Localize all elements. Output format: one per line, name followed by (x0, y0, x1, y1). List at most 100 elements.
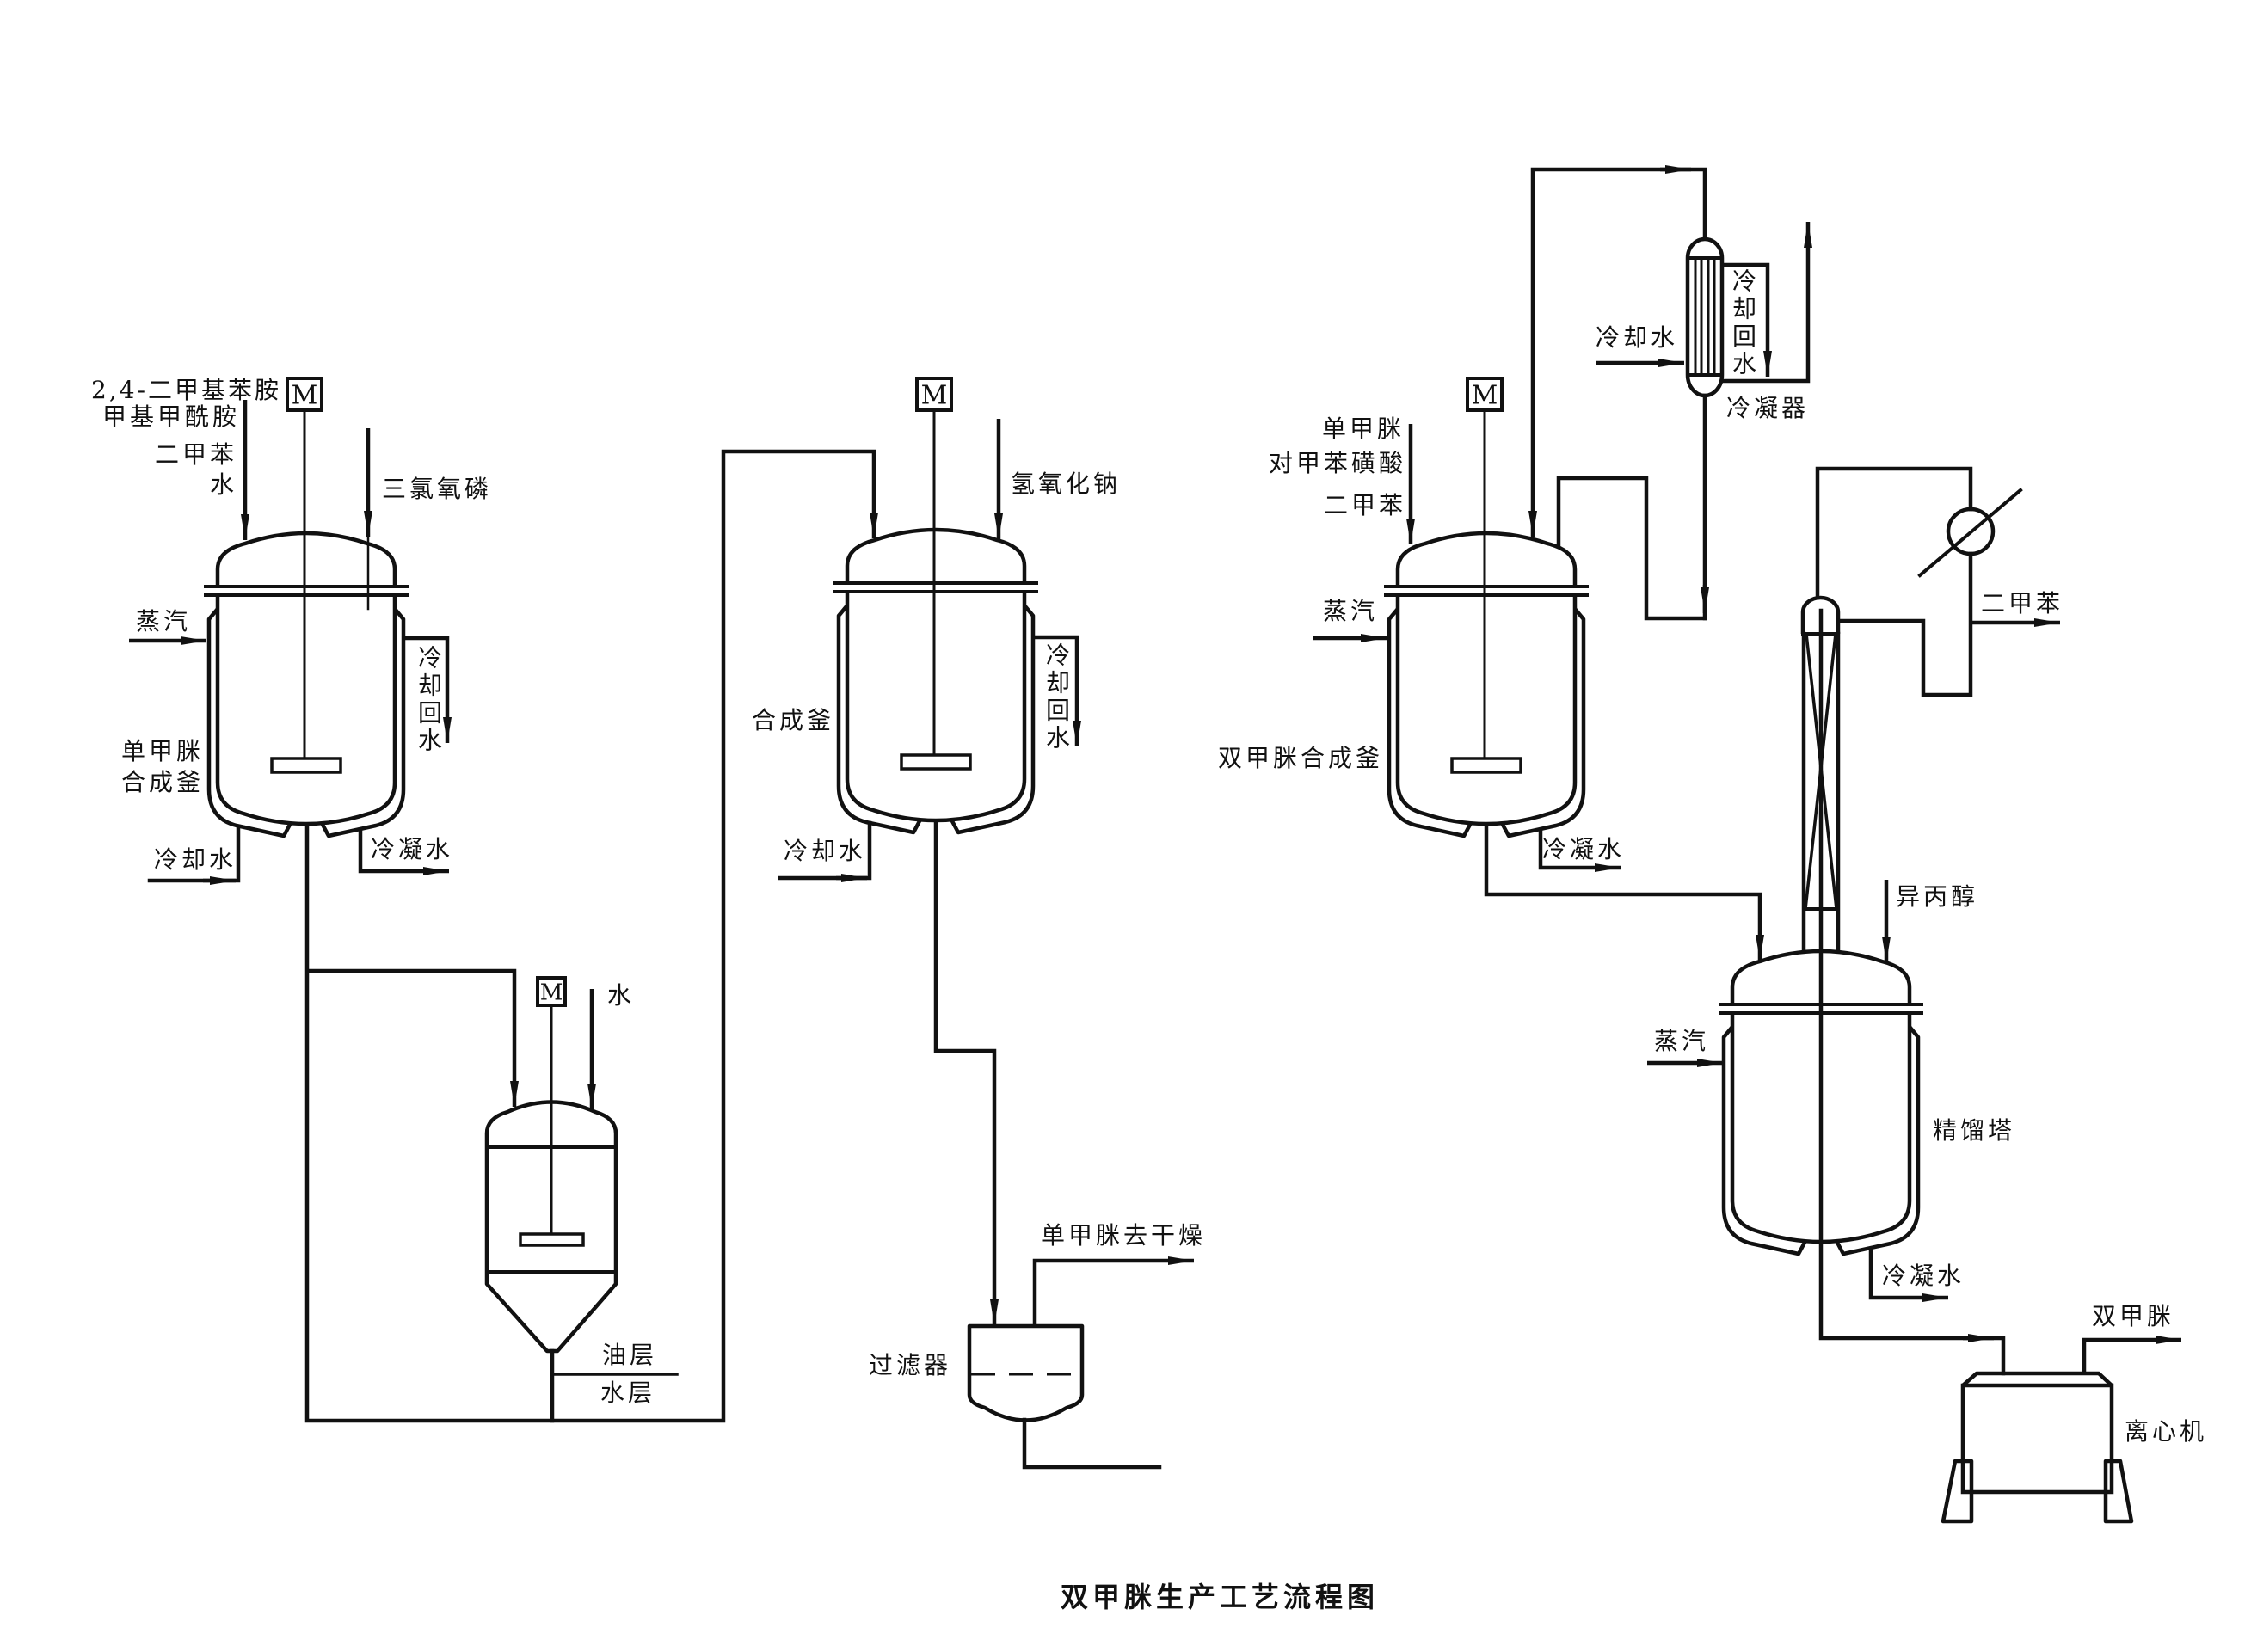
cooling-return-label-condenser: 冷却回水 (1729, 268, 1757, 378)
cooling-water-label-condenser: 冷却水 (1596, 323, 1679, 352)
feed-label-xylene-r3: 二甲苯 (1323, 491, 1406, 519)
vessel-body (1395, 595, 1578, 826)
condensate-label-still: 冷凝水 (1882, 1262, 1965, 1290)
overhead-vent-line (1722, 222, 1812, 384)
condenser-name: 冷凝器 (1726, 394, 1810, 422)
column-top-dome (1800, 595, 1841, 634)
vessel-body (845, 592, 1027, 823)
jacket-right (320, 607, 406, 838)
agitator-blade (519, 1232, 585, 1247)
cooling-water-label-r1: 冷却水 (154, 845, 237, 874)
feed-label-ptsa: 对甲苯磺酸 (1268, 449, 1406, 477)
mono-reactor-name-line1: 单甲脒 (121, 737, 205, 765)
cooling-water-line (778, 820, 872, 881)
condenser-shell (1685, 236, 1725, 398)
diagram-title: 双甲脒生产工艺流程图 (1061, 1581, 1380, 1613)
bis-reactor-name: 双甲脒合成釜 (1218, 744, 1384, 772)
product-out-line (2082, 1336, 2181, 1373)
xylene-out-label: 二甲苯 (1981, 589, 2064, 617)
synthesis-reactor-piping (778, 419, 1081, 1325)
separator: M (484, 976, 679, 1423)
reflux-return-line (1836, 551, 1973, 697)
steam-label-r3: 蒸汽 (1323, 597, 1379, 625)
cooling-water-line (147, 824, 241, 883)
vessel-body (215, 595, 397, 826)
jacket-left (1721, 1025, 1807, 1256)
vessel-head (845, 527, 1027, 583)
condensate-line (358, 829, 449, 875)
motor: M (1466, 377, 1504, 412)
cooling-return-label-r1: 冷却回水 (415, 645, 443, 755)
centrifuge-body (1960, 1383, 2114, 1495)
condenser (1596, 222, 1812, 398)
product-bis-amidine-label: 双甲脒 (2092, 1302, 2175, 1330)
jacket-left (1387, 607, 1473, 838)
filter-body (967, 1323, 1085, 1422)
feed-label-water: 水 (209, 470, 237, 499)
feed-label-methylformamide: 甲基甲酰胺 (101, 402, 240, 431)
bis-amidine-reactor: M (1384, 377, 1589, 838)
agitator-blade (1450, 757, 1522, 774)
motor-label: M (921, 381, 948, 411)
cooling-water-label-r2: 冷却水 (784, 837, 867, 865)
condensate-line (1538, 829, 1621, 872)
reagent-label-pocl3: 三氯氧磷 (382, 475, 493, 503)
feed-label-xylene: 二甲苯 (154, 440, 237, 469)
agitator-blade (270, 757, 342, 774)
motor: M (286, 377, 323, 412)
cooling-return-line (404, 636, 452, 743)
cooling-return-line (1033, 635, 1081, 746)
centrifuge (1941, 1336, 2181, 1524)
centrifuge-name: 离心机 (2125, 1417, 2208, 1446)
product-to-drying-line (1032, 1256, 1194, 1326)
column-vapor-line (1815, 466, 1973, 600)
transfer-line-to-filter (933, 821, 999, 1325)
agitator-blade (900, 753, 972, 771)
transfer-line-to-separator (307, 968, 519, 1107)
vapor-line (1556, 476, 1707, 621)
heat-exchanger-diagonal (1917, 488, 2023, 578)
bis-reactor-piping (1313, 165, 1764, 961)
transfer-line-to-still (1484, 824, 1764, 961)
motor-box (915, 377, 953, 412)
feed-label-dimethylaniline: 2,4-二甲基苯胺 (91, 376, 281, 404)
cooling-return-line (1722, 262, 1772, 377)
separator-water-feed-label: 水 (607, 981, 636, 1010)
oil-layer-label: 油层 (602, 1341, 658, 1369)
feed-label-monoamidine: 单甲脒 (1321, 415, 1405, 443)
synthesis-reactor-name: 合成釜 (752, 706, 835, 734)
jacket-right (1835, 1025, 1921, 1256)
cooling-return-label-r2: 冷却回水 (1043, 642, 1071, 752)
rectification-tower-name: 精馏塔 (1933, 1116, 2016, 1145)
reflux-line (1528, 167, 1707, 537)
jacket-left (836, 604, 922, 835)
jacket-right (950, 604, 1036, 835)
motor-label: M (540, 980, 563, 1006)
mono-reactor-piping (129, 400, 878, 1423)
steam-label-r1: 蒸汽 (136, 607, 192, 636)
centrifuge-top (1961, 1371, 2113, 1387)
centrifuge-leg-left (1941, 1459, 1974, 1524)
fil-bottom-outlet-line (1022, 1417, 1162, 1470)
filter (967, 1256, 1194, 1470)
reagent-label-naoh: 氢氧化钠 (1011, 470, 1122, 498)
steam-label-still: 蒸汽 (1654, 1027, 1710, 1055)
motor: M (536, 976, 567, 1007)
condensate-line (1868, 1248, 1948, 1302)
isopropanol-feed-label: 异丙醇 (1896, 882, 1979, 911)
filter-name: 过滤器 (869, 1351, 952, 1379)
jacket-right (1500, 607, 1586, 838)
product-to-drying-label: 单甲脒去干燥 (1041, 1221, 1207, 1250)
condensate-label-r1: 冷凝水 (371, 835, 454, 863)
condensate-label-r3: 冷凝水 (1542, 835, 1626, 863)
column-centerline-and-bottom-outlet (1818, 608, 2006, 1376)
vessel-head (1395, 531, 1578, 586)
motor: M (915, 377, 953, 412)
centrifuge-leg-right (2103, 1459, 2134, 1524)
motor-label: M (292, 381, 318, 411)
mono-reactor-name-line2: 合成釜 (121, 768, 205, 796)
transfer-line-to-synthesis-reactor (304, 449, 878, 1423)
vessel-head (215, 531, 397, 586)
